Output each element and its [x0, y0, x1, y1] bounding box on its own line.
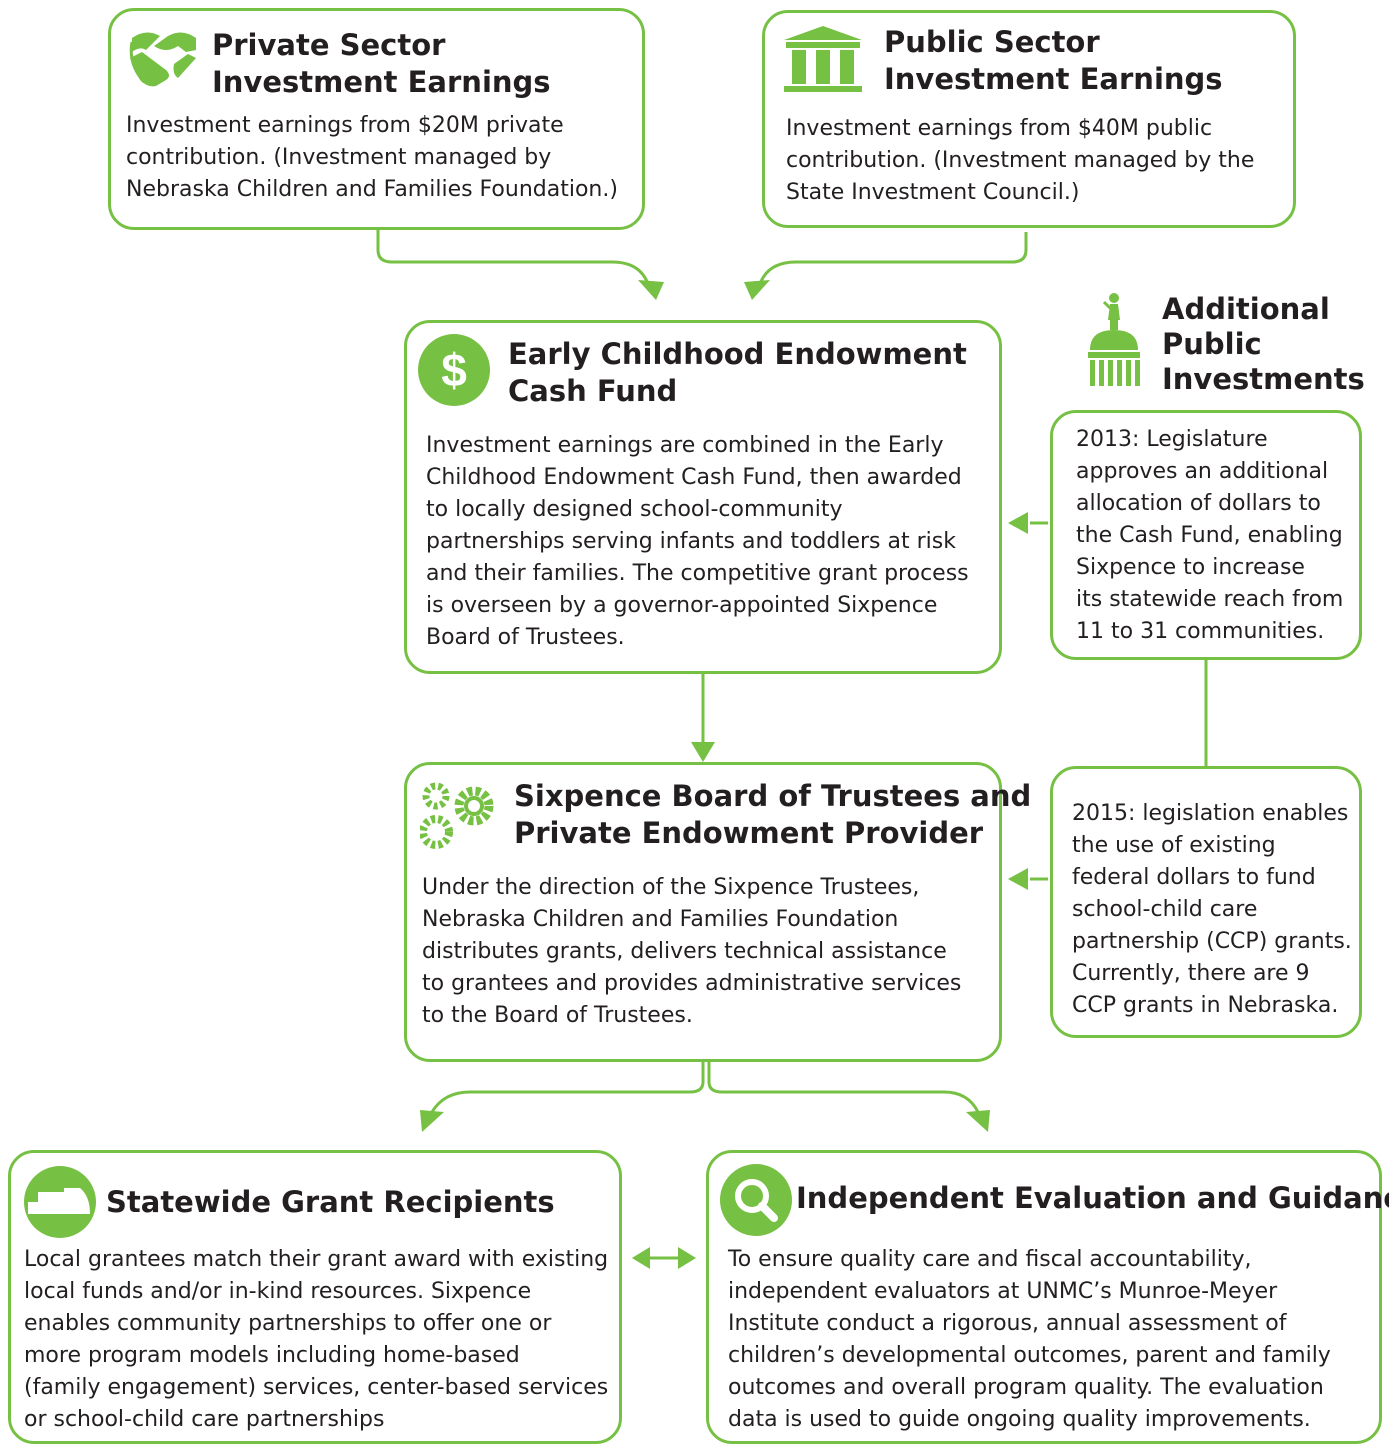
- arrowhead-evaluation: [966, 1110, 990, 1132]
- magnifier-icon: [720, 1164, 792, 1236]
- arrowhead-left: [632, 1247, 650, 1269]
- board-to-recipients-line: [430, 1062, 705, 1113]
- grant-recipients-body: Local grantees match their grant award w…: [24, 1247, 609, 1432]
- board-box: [404, 762, 1002, 1062]
- arrowhead-board-side: [1008, 868, 1028, 890]
- grant-recipients-box: [8, 1150, 622, 1444]
- private-sector-box: [108, 8, 645, 230]
- note-2015-box: [1050, 766, 1362, 1038]
- note-2013-box: [1050, 410, 1362, 660]
- evaluation-title: Independent Evaluation and Guidance: [796, 1181, 1389, 1215]
- private-to-cashfund-line: [376, 230, 650, 285]
- board-to-evaluation-line: [707, 1062, 980, 1113]
- dollar-icon: $: [418, 334, 490, 406]
- evaluation-box: [706, 1150, 1382, 1444]
- evaluation-body: To ensure quality care and fiscal accoun…: [728, 1247, 1331, 1432]
- cash-fund-box: [404, 320, 1002, 674]
- arrowhead-cashfund: [1008, 512, 1028, 534]
- nebraska-map-icon: [24, 1166, 96, 1238]
- handshake-icon: [129, 32, 196, 87]
- arrowhead-recipients: [420, 1110, 444, 1132]
- board-body: Under the direction of the Sixpence Trus…: [422, 875, 962, 1028]
- arrowhead-private: [638, 280, 664, 300]
- cash-fund-body: Investment earnings are combined in the …: [426, 433, 969, 650]
- columns-building-icon: [784, 26, 862, 92]
- arrowhead-board: [691, 742, 715, 762]
- public-to-cashfund-line: [758, 232, 1028, 285]
- arrowhead-right: [678, 1247, 696, 1269]
- arrowhead-public: [744, 280, 770, 300]
- capitol-dome-icon: [1088, 293, 1140, 386]
- grant-recipients-title: Statewide Grant Recipients: [106, 1185, 555, 1219]
- dollar-symbol: $: [441, 344, 467, 396]
- gears-icon: [420, 782, 494, 849]
